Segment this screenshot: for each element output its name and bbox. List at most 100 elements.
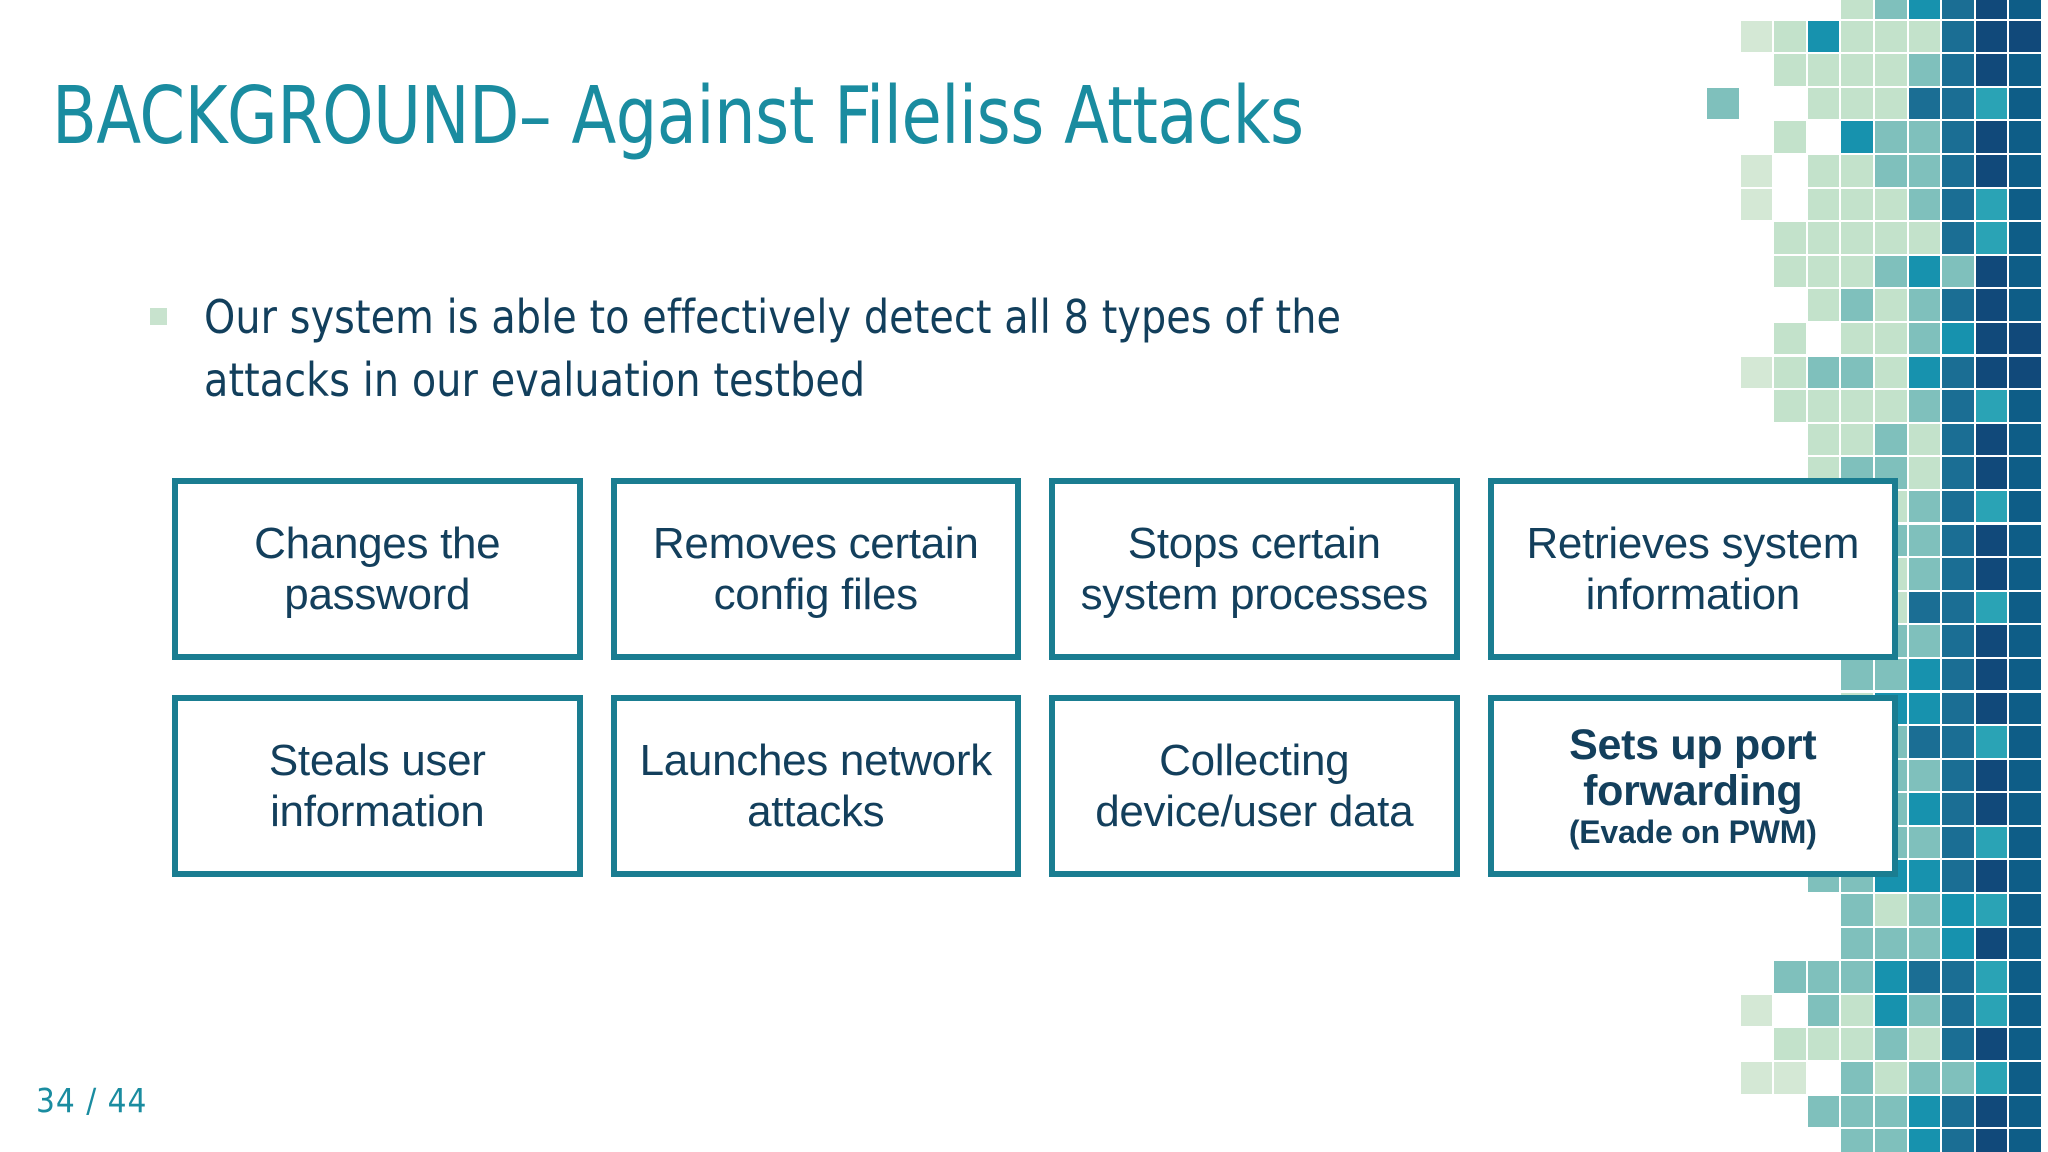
mosaic-cell bbox=[1975, 390, 2008, 422]
mosaic-cell bbox=[1807, 961, 1840, 993]
mosaic-cell bbox=[1707, 995, 1739, 1027]
mosaic-cell bbox=[2009, 524, 2041, 557]
mosaic-cell bbox=[1707, 87, 1739, 120]
mosaic-cell bbox=[1741, 256, 1773, 288]
mosaic-cell bbox=[1875, 255, 1907, 288]
mosaic-cell bbox=[1875, 87, 1907, 120]
mosaic-cell bbox=[1975, 490, 2008, 523]
mosaic-cell bbox=[1975, 1028, 2008, 1060]
mosaic-cell bbox=[1942, 1062, 1974, 1094]
attack-box-label: Steals user information bbox=[268, 736, 486, 836]
mosaic-cell bbox=[1841, 20, 1873, 53]
attack-box-label: Stops certain system processes bbox=[1080, 519, 1429, 619]
mosaic-cell bbox=[1942, 188, 1974, 221]
mosaic-cell bbox=[1875, 961, 1907, 993]
mosaic-cell bbox=[1908, 423, 1941, 456]
mosaic-cell bbox=[1942, 1028, 1974, 1060]
mosaic-cell bbox=[1942, 54, 1974, 86]
mosaic-cell bbox=[2009, 155, 2041, 187]
mosaic-cell bbox=[1807, 188, 1840, 221]
mosaic-cell bbox=[1807, 255, 1840, 288]
attack-box-3: Stops certain system processes bbox=[1049, 478, 1460, 660]
mosaic-cell bbox=[1707, 894, 1739, 926]
mosaic-cell bbox=[2009, 1028, 2041, 1060]
mosaic-cell bbox=[1942, 356, 1974, 389]
mosaic-cell bbox=[1908, 961, 1941, 993]
mosaic-cell bbox=[1875, 1028, 1907, 1060]
mosaic-cell bbox=[1908, 927, 1941, 960]
mosaic-cell bbox=[2009, 457, 2041, 489]
mosaic-cell bbox=[2009, 625, 2041, 657]
mosaic-cell bbox=[1908, 524, 1941, 557]
mosaic-cell bbox=[2009, 1129, 2041, 1152]
mosaic-cell bbox=[1774, 289, 1806, 321]
mosaic-cell bbox=[1942, 692, 1974, 725]
mosaic-cell bbox=[1740, 1062, 1773, 1094]
mosaic-cell bbox=[2009, 994, 2041, 1027]
mosaic-cell bbox=[1707, 424, 1739, 456]
mosaic-cell bbox=[1942, 625, 1974, 657]
mosaic-cell bbox=[1841, 356, 1873, 389]
mosaic-cell bbox=[1841, 927, 1873, 960]
mosaic-cell bbox=[1942, 994, 1974, 1027]
mosaic-cell bbox=[1807, 1028, 1840, 1060]
mosaic-cell bbox=[1808, 121, 1840, 153]
mosaic-cell bbox=[1908, 390, 1941, 422]
mosaic-cell bbox=[1841, 1062, 1873, 1094]
mosaic-cell bbox=[1774, 322, 1806, 355]
mosaic-cell bbox=[2009, 20, 2041, 53]
mosaic-cell bbox=[1841, 222, 1873, 254]
mosaic-cell bbox=[1942, 222, 1974, 254]
mosaic-cell bbox=[1908, 1129, 1941, 1152]
mosaic-cell bbox=[1707, 155, 1739, 187]
mosaic-cell bbox=[1774, 255, 1806, 288]
mosaic-cell bbox=[1875, 658, 1907, 691]
mosaic-cell bbox=[1942, 860, 1974, 892]
mosaic-cell bbox=[1740, 20, 1773, 53]
mosaic-cell bbox=[1741, 323, 1773, 355]
attack-box-4: Retrieves system information bbox=[1487, 478, 1898, 660]
mosaic-cell bbox=[1774, 356, 1806, 389]
mosaic-cell bbox=[1807, 222, 1840, 254]
mosaic-cell bbox=[1942, 490, 1974, 523]
mosaic-cell bbox=[1875, 894, 1907, 926]
mosaic-cell bbox=[1975, 793, 2008, 825]
mosaic-cell bbox=[1942, 289, 1974, 321]
mosaic-cell bbox=[1908, 692, 1941, 725]
mosaic-cell bbox=[1707, 121, 1739, 153]
mosaic-cell bbox=[1707, 54, 1739, 86]
mosaic-cell bbox=[1807, 87, 1840, 120]
mosaic-cell bbox=[1841, 994, 1873, 1027]
mosaic-cell bbox=[1875, 994, 1907, 1027]
mosaic-cell bbox=[1942, 0, 1974, 19]
mosaic-cell bbox=[1774, 189, 1806, 221]
mosaic-cell bbox=[1807, 155, 1840, 187]
mosaic-cell bbox=[1741, 961, 1773, 993]
mosaic-cell bbox=[1808, 1062, 1840, 1094]
attack-box-label: Collecting device/user data bbox=[1095, 736, 1414, 836]
mosaic-cell bbox=[1875, 423, 1907, 456]
mosaic-cell bbox=[1741, 1028, 1773, 1060]
attack-box-6: Launches network attacks bbox=[610, 695, 1021, 877]
mosaic-cell bbox=[1774, 54, 1806, 86]
mosaic-cell bbox=[1875, 289, 1907, 321]
mosaic-cell bbox=[1908, 87, 1941, 120]
mosaic-cell bbox=[1908, 1062, 1941, 1094]
mosaic-cell bbox=[1841, 54, 1873, 86]
mosaic-cell bbox=[1774, 1096, 1806, 1128]
mosaic-cell bbox=[1908, 222, 1941, 254]
mosaic-cell bbox=[1741, 390, 1773, 422]
mosaic-cell bbox=[1942, 255, 1974, 288]
mosaic-cell bbox=[1841, 961, 1873, 993]
mosaic-cell bbox=[1807, 54, 1840, 86]
mosaic-cell bbox=[1841, 658, 1873, 691]
mosaic-cell bbox=[1774, 88, 1806, 120]
mosaic-cell bbox=[1975, 289, 2008, 321]
mosaic-cell bbox=[1875, 1129, 1907, 1152]
mosaic-cell bbox=[2009, 423, 2041, 456]
mosaic-cell bbox=[1975, 961, 2008, 993]
mosaic-cell bbox=[1975, 121, 2008, 153]
mosaic-cell bbox=[1741, 54, 1773, 86]
mosaic-cell bbox=[1707, 1062, 1739, 1094]
